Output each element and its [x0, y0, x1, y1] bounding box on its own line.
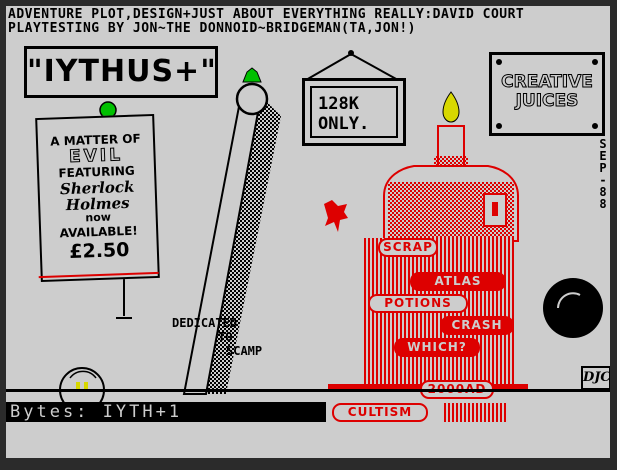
poster-price: £2.50: [68, 238, 130, 264]
creative-line-1: CREATIVE: [501, 72, 594, 92]
magazine-bottom-stack: [444, 403, 508, 422]
floor-line: [6, 389, 610, 392]
status-text: Bytes: IYTH+1: [10, 402, 183, 422]
scene-art: [59, 50, 603, 413]
status-bar: Bytes: IYTH+1: [6, 402, 326, 422]
date-vertical: S E P - 8 8: [599, 137, 607, 211]
poster-matter-of-evil: A MATTER OF EVIL FEATURING Sherlock Holm…: [35, 113, 160, 289]
red-splat-icon: [324, 200, 348, 232]
candle-flame-icon: [442, 91, 460, 123]
sign-128k-line-1: 128K: [318, 94, 359, 114]
input-cursor-symbol: @: [308, 402, 319, 422]
credit-line-design: ADVENTURE PLOT,DESIGN+JUST ABOUT EVERYTH…: [8, 7, 525, 22]
hanger-string: [305, 53, 352, 81]
sign-creative-juices: CREATIVE JUICES: [489, 52, 605, 136]
magazine-atlas: ATLAS: [410, 272, 506, 291]
lever-shadow: [206, 96, 281, 394]
credit-line-playtesting: PLAYTESTING BY JON~THE DONNOID~BRIDGEMAN…: [8, 21, 417, 36]
magazine-scrap: SCRAP: [378, 238, 438, 257]
black-disc-icon: [543, 278, 603, 338]
game-screen: ADVENTURE PLOT,DESIGN+JUST ABOUT EVERYTH…: [6, 6, 610, 458]
magazine-potions: POTIONS: [368, 294, 468, 313]
magazine-crash: CRASH: [440, 316, 514, 335]
creative-line-2: JUICES: [515, 91, 579, 111]
lever-knob: [235, 82, 269, 116]
sign-128k-line-2: ONLY.: [318, 114, 370, 134]
dedication-text: DEDICATED TO SCAMP: [172, 316, 263, 358]
magazine-which: WHICH?: [394, 338, 480, 357]
title-logo-text: "IYTHUS+": [27, 54, 217, 89]
title-logo: "IYTHUS+": [24, 46, 218, 98]
artist-signature: DJC: [581, 366, 610, 390]
magazine-cultism: CULTISM: [332, 403, 428, 422]
sign-128k-only: 128K ONLY.: [302, 78, 406, 146]
green-bulb-icon: [242, 67, 262, 83]
